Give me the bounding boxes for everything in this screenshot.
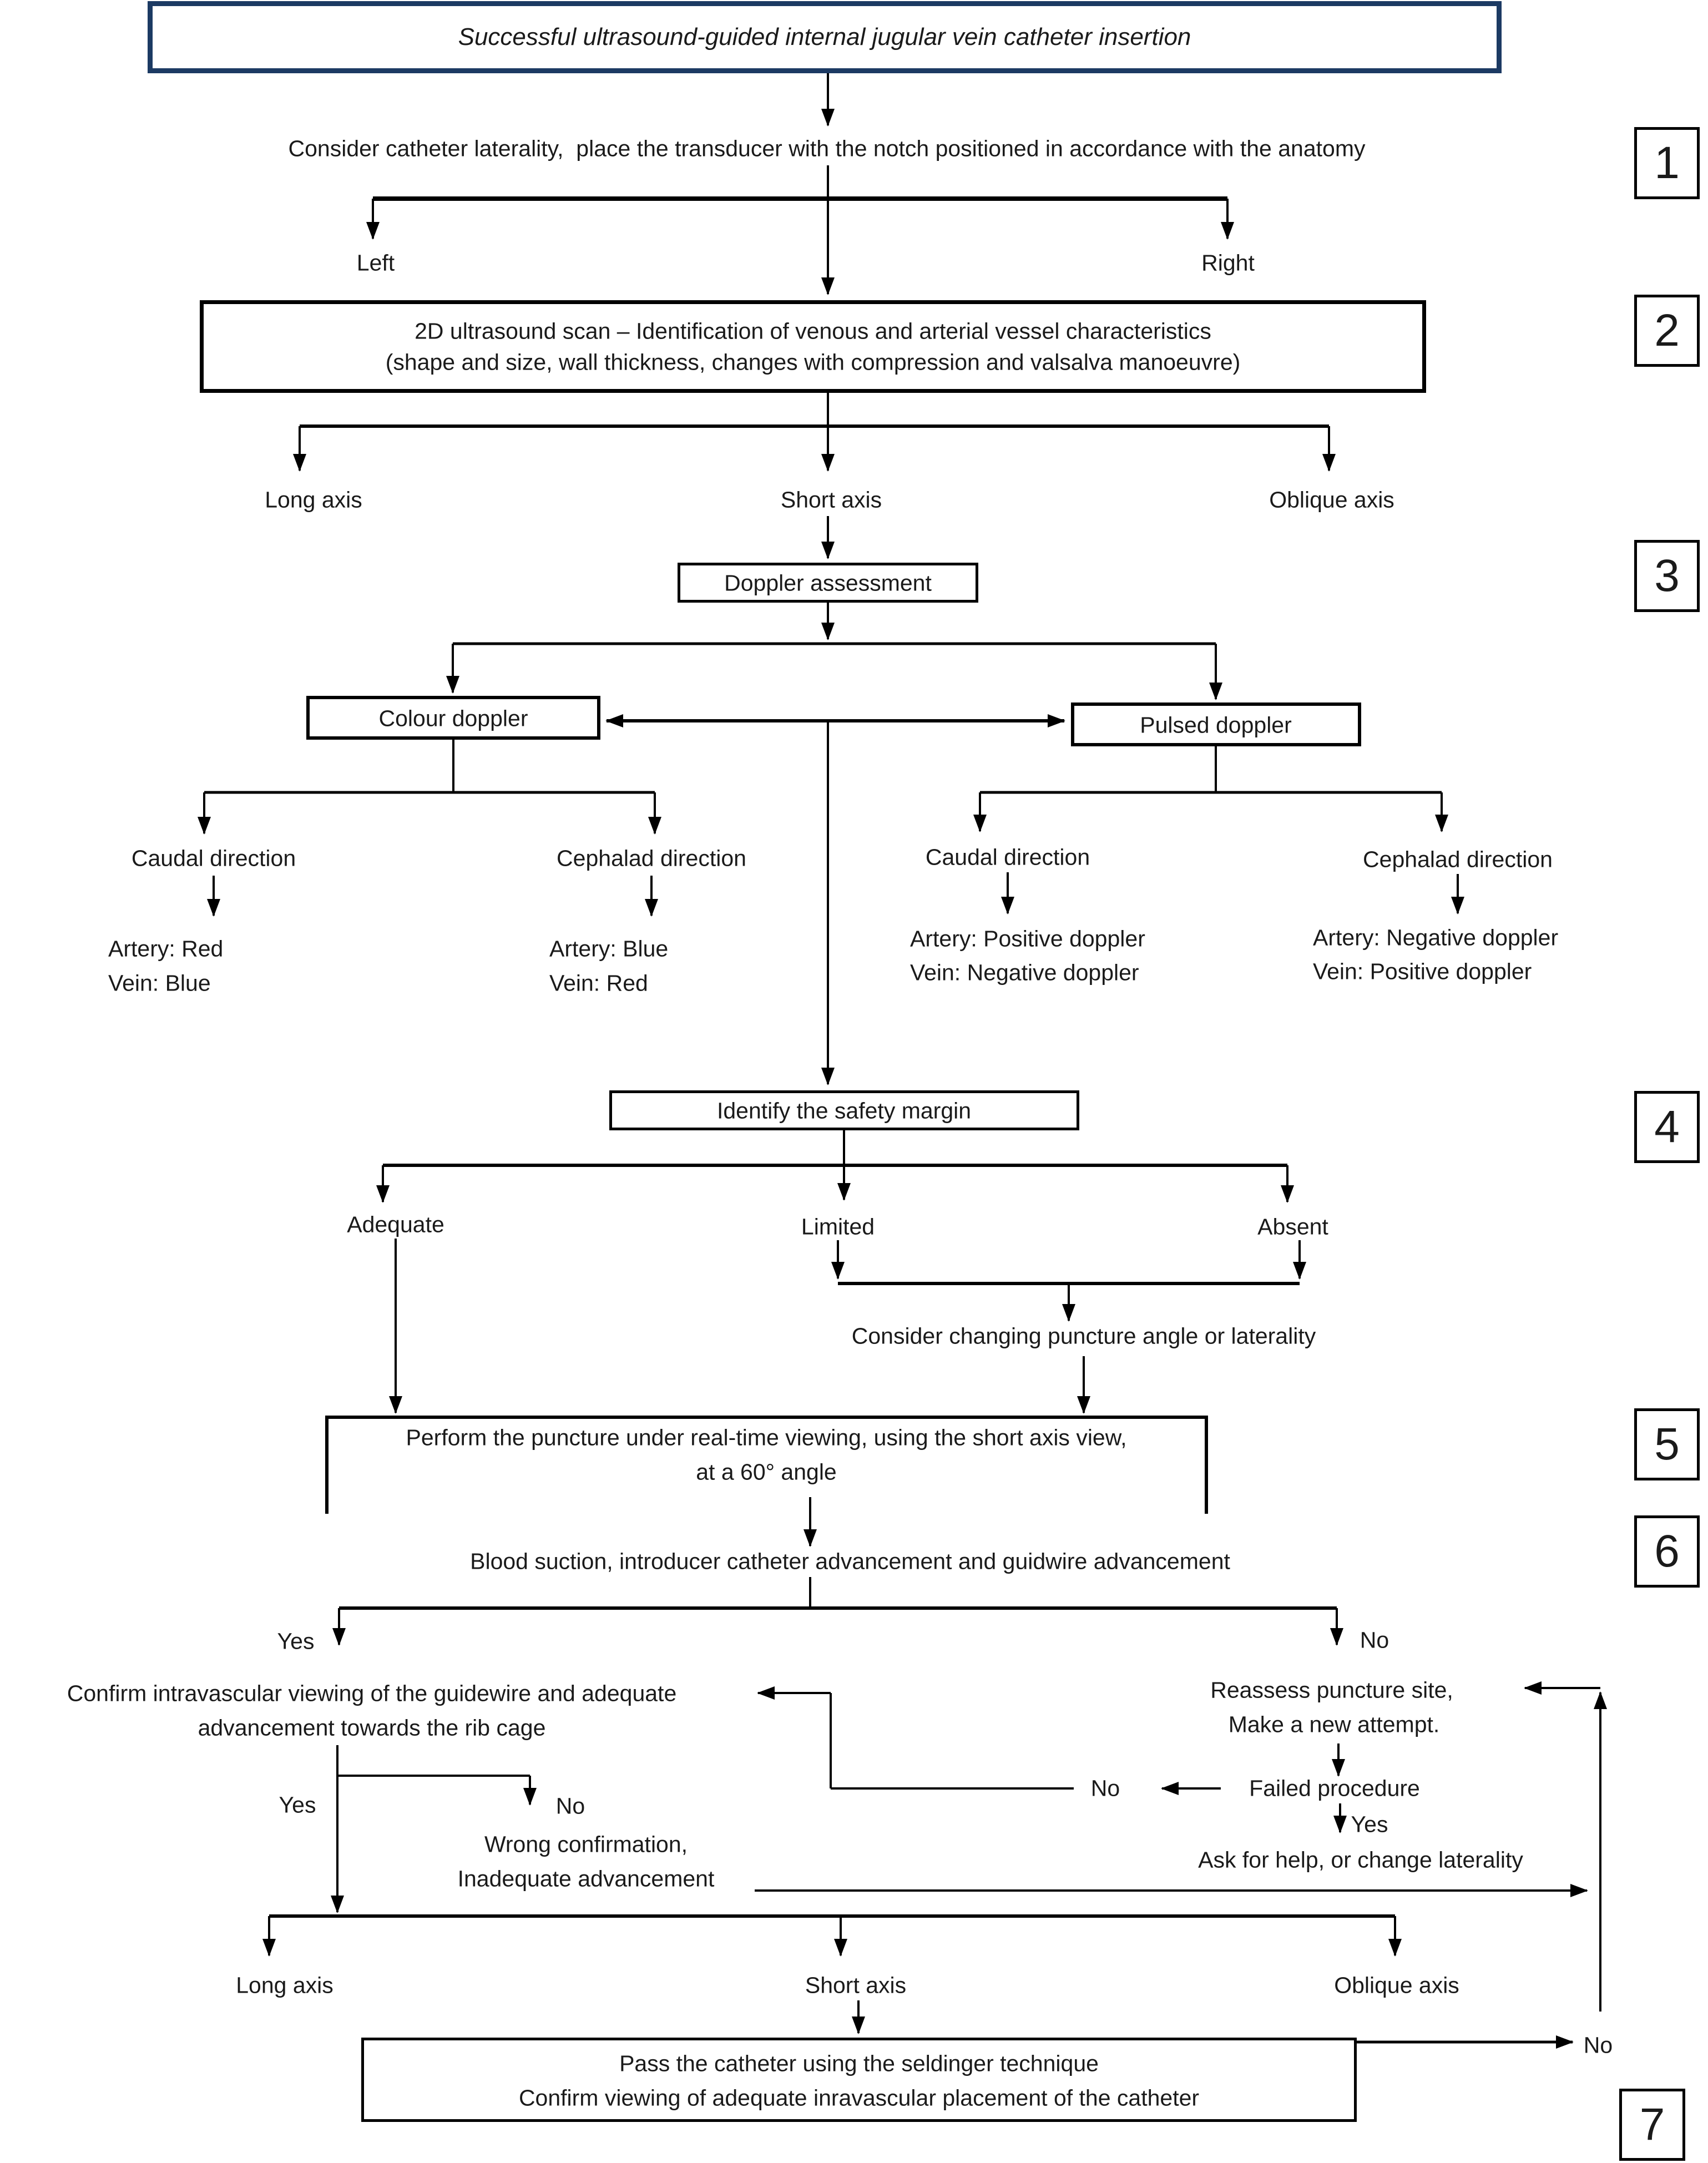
node-colour-doppler: Colour doppler — [378, 705, 528, 731]
label-no-confirm: No — [555, 1793, 585, 1819]
value-pulsed-caudal-artery: Artery: Positive doppler — [910, 926, 1145, 952]
label-yes-blood-suction: Yes — [277, 1628, 315, 1654]
label-long-axis-bottom: Long axis — [236, 1972, 333, 1998]
step-number-4: 4 — [1634, 1091, 1700, 1163]
node-consider-laterality: Consider catheter laterality, place the … — [288, 135, 1366, 161]
node-blood-suction: Blood suction, introducer catheter advan… — [470, 1548, 1230, 1574]
step-number-5: 5 — [1634, 1408, 1700, 1480]
label-right: Right — [1201, 250, 1255, 276]
doppler-assessment-box — [678, 563, 978, 603]
label-short-axis-top: Short axis — [780, 487, 882, 513]
step-number-6-label: 6 — [1654, 1526, 1680, 1576]
label-cephalad-direction-colour: Cephalad direction — [557, 845, 746, 871]
title-box — [148, 1, 1502, 73]
label-left: Left — [356, 250, 395, 276]
label-oblique-axis-top: Oblique axis — [1269, 487, 1394, 513]
value-colour-cephalad-artery: Artery: Blue — [549, 936, 669, 962]
ultrasound-scan-box — [200, 300, 1426, 393]
label-long-axis-top: Long axis — [265, 487, 362, 513]
step-number-6: 6 — [1634, 1515, 1700, 1588]
identify-safety-margin-box — [609, 1090, 1079, 1130]
node-failed-procedure: Failed procedure — [1249, 1775, 1420, 1801]
step-number-3-label: 3 — [1654, 550, 1680, 601]
step-number-7: 7 — [1619, 2089, 1685, 2161]
node-consider-changing: Consider changing puncture angle or late… — [851, 1323, 1316, 1349]
label-absent: Absent — [1257, 1214, 1328, 1240]
step-number-1-label: 1 — [1654, 138, 1680, 188]
step-number-3: 3 — [1634, 540, 1700, 612]
node-pulsed-doppler: Pulsed doppler — [1140, 712, 1292, 738]
node-ultrasound-scan-line2: (shape and size, wall thickness, changes… — [385, 349, 1241, 375]
node-confirm-guidewire-line1: Confirm intravascular viewing of the gui… — [67, 1680, 677, 1706]
node-reassess-line2: Make a new attempt. — [1228, 1711, 1440, 1737]
label-yes-confirm: Yes — [279, 1792, 316, 1818]
label-no-failed: No — [1090, 1775, 1120, 1801]
step-number-7-label: 7 — [1639, 2099, 1665, 2150]
colour-doppler-box — [306, 696, 600, 740]
label-adequate: Adequate — [347, 1211, 444, 1237]
value-pulsed-cephalad-vein: Vein: Positive doppler — [1313, 958, 1532, 984]
node-confirm-guidewire-line2: advancement towards the rib cage — [198, 1715, 546, 1741]
step-number-2: 2 — [1634, 295, 1700, 367]
value-colour-cephalad-vein: Vein: Red — [549, 970, 648, 996]
node-ask-for-help: Ask for help, or change laterality — [1198, 1847, 1523, 1873]
label-cephalad-direction-pulsed: Cephalad direction — [1363, 846, 1553, 872]
pulsed-doppler-box — [1071, 703, 1361, 746]
step-number-2-label: 2 — [1654, 305, 1680, 356]
node-reassess-line1: Reassess puncture site, — [1210, 1677, 1453, 1703]
value-colour-caudal-vein: Vein: Blue — [108, 970, 211, 996]
step-number-5-label: 5 — [1654, 1419, 1680, 1469]
node-doppler-assessment: Doppler assessment — [724, 570, 932, 596]
step-number-4-label: 4 — [1654, 1101, 1680, 1152]
node-identify-safety-margin: Identify the safety margin — [716, 1098, 972, 1124]
value-pulsed-cephalad-artery: Artery: Negative doppler — [1313, 924, 1559, 951]
label-yes-failed: Yes — [1351, 1811, 1388, 1837]
value-pulsed-caudal-vein: Vein: Negative doppler — [910, 959, 1139, 986]
node-perform-puncture-line1: Perform the puncture under real-time vie… — [406, 1424, 1127, 1451]
node-perform-puncture-line2: at a 60° angle — [696, 1459, 837, 1485]
value-colour-caudal-artery: Artery: Red — [108, 936, 224, 962]
pass-catheter-box — [361, 2038, 1357, 2122]
label-short-axis-bottom: Short axis — [805, 1972, 907, 1998]
node-wrong-confirmation-line2: Inadequate advancement — [457, 1866, 715, 1892]
label-no-pass-loop: No — [1583, 2032, 1613, 2058]
label-caudal-direction-colour: Caudal direction — [131, 845, 296, 871]
label-oblique-axis-bottom: Oblique axis — [1334, 1972, 1459, 1998]
label-limited: Limited — [801, 1214, 875, 1240]
node-ultrasound-scan-line1: 2D ultrasound scan – Identification of v… — [415, 318, 1211, 344]
node-pass-catheter-line1: Pass the catheter using the seldinger te… — [619, 2050, 1099, 2076]
node-wrong-confirmation-line1: Wrong confirmation, — [484, 1831, 688, 1857]
node-pass-catheter-line2: Confirm viewing of adequate inravascular… — [518, 2085, 1200, 2111]
label-caudal-direction-pulsed: Caudal direction — [925, 844, 1090, 870]
step-number-1: 1 — [1634, 127, 1700, 199]
diagram-title: Successful ultrasound-guided internal ju… — [458, 23, 1191, 50]
label-no-blood-suction: No — [1360, 1627, 1389, 1653]
